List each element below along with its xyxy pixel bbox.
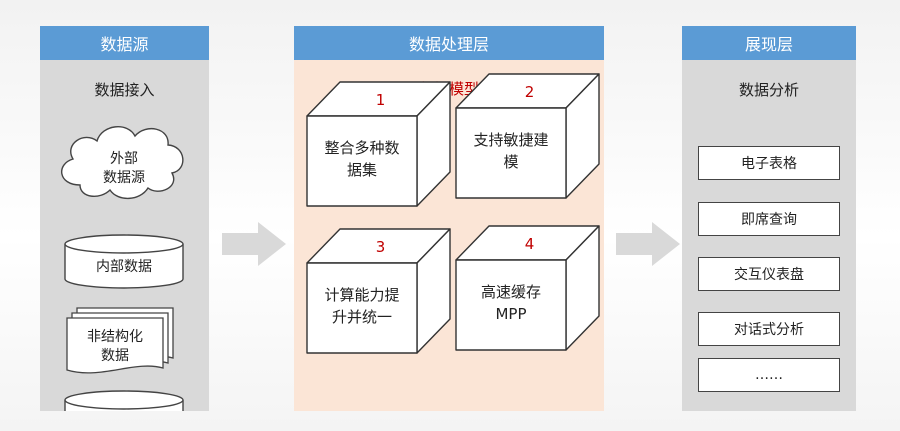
documents-icon: 非结构化 数据 (66, 307, 174, 374)
cube-number: 4 (525, 235, 535, 253)
source-panel: 数据接入 外部 数据源 内部数据 非结构化 数据 (40, 60, 209, 411)
cloud-label-line1: 外部 (110, 151, 138, 167)
analysis-item: 对话式分析 (698, 312, 840, 346)
source-header: 数据源 (40, 26, 209, 60)
model-cube-4: 4 高速缓存 MPP (455, 225, 600, 351)
cube-label: 模 (503, 153, 518, 171)
cube-label: 支持敏捷建 (473, 131, 548, 149)
cloud-icon: 外部 数据源 (61, 126, 184, 200)
cube-number: 1 (376, 91, 386, 109)
cube-label: 高速缓存 (481, 283, 541, 301)
flow-arrow-right-icon (616, 222, 680, 266)
docs-label-line2: 数据 (101, 348, 129, 364)
analysis-item: 即席查询 (698, 202, 840, 236)
cube-label: 整合多种数 (324, 139, 399, 157)
cube-label: 升并统一 (332, 308, 392, 326)
processing-header: 数据处理层 (294, 26, 604, 60)
cube-label: 据集 (347, 161, 377, 179)
source-graphics: 外部 数据源 内部数据 非结构化 数据 …… (61, 126, 184, 411)
presentation-header: 展现层 (682, 26, 856, 60)
presentation-subtitle: 数据分析 (738, 81, 799, 99)
storage-cylinder-icon: …… (64, 390, 184, 411)
cube-label: 计算能力提 (324, 286, 399, 304)
database-label: 内部数据 (96, 259, 152, 275)
analysis-item: 电子表格 (698, 146, 840, 180)
cube-label: MPP (495, 305, 526, 323)
source-subtitle: 数据接入 (94, 81, 155, 99)
cube-number: 3 (376, 238, 386, 256)
analysis-item: 交互仪表盘 (698, 257, 840, 291)
flow-arrow-right-icon (222, 222, 286, 266)
docs-label-line1: 非结构化 (87, 329, 143, 345)
presentation-column: 展现层 数据分析 电子表格 即席查询 交互仪表盘 对话式分析 …… (682, 26, 856, 411)
cloud-label-line2: 数据源 (103, 170, 145, 186)
source-column: 数据源 数据接入 外部 数据源 内部数据 非结构化 数据 (40, 26, 209, 411)
presentation-panel: 数据分析 电子表格 即席查询 交互仪表盘 对话式分析 …… (682, 60, 856, 411)
analysis-item: …… (698, 358, 840, 392)
processing-column: 数据处理层 数据模型 1整合多种数据集2支持敏捷建模3计算能力提升并统一4高速缓… (294, 26, 604, 411)
database-icon: 内部数据 (64, 234, 184, 289)
cube-number: 2 (525, 83, 535, 101)
